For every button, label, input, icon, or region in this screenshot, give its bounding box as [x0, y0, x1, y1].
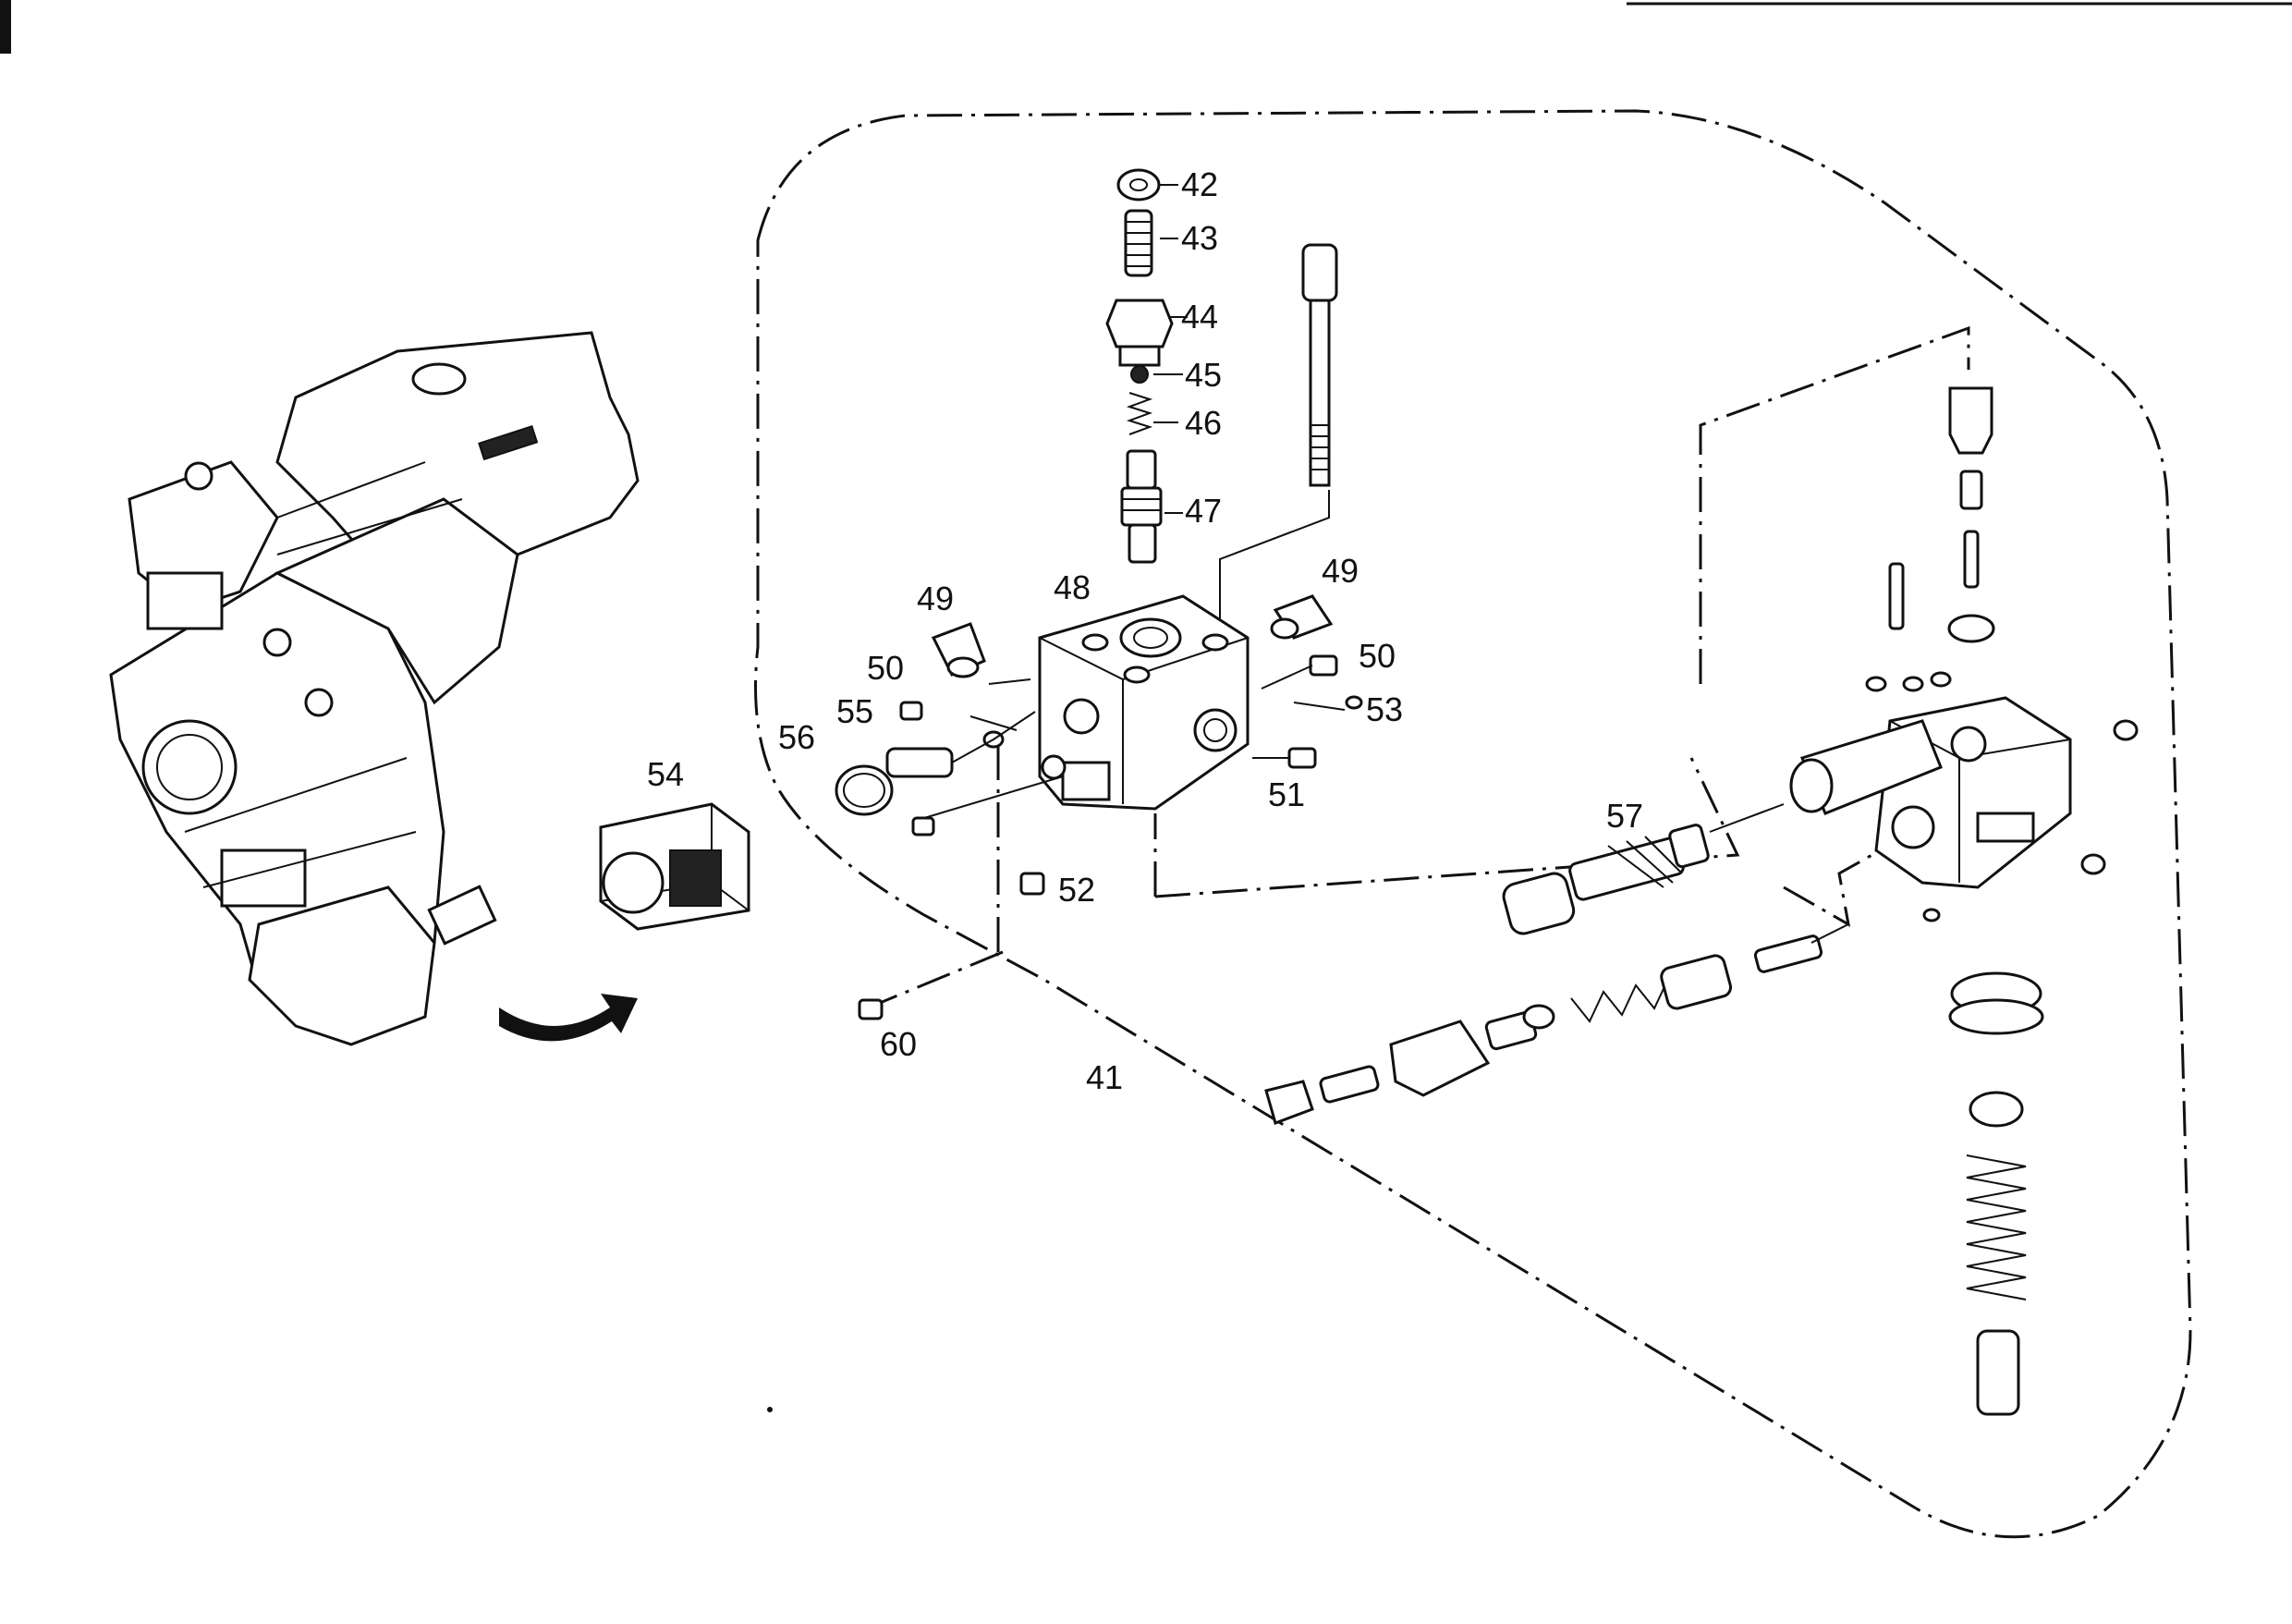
valve-stack-42-47	[1105, 168, 1174, 564]
direction-arrow-icon	[499, 994, 638, 1042]
leader-60	[868, 950, 1004, 1009]
valve-block-48	[1038, 594, 1250, 811]
callout-56: 56	[778, 718, 815, 756]
callout-49-right: 49	[1322, 552, 1359, 590]
right-valve-body	[1789, 386, 2139, 1416]
plugs-and-fittings	[835, 594, 1363, 1020]
callout-42: 42	[1181, 165, 1218, 203]
stray-dot	[767, 1407, 773, 1412]
assembly-41-boundary	[754, 109, 2192, 1539]
callout-52: 52	[1058, 871, 1095, 909]
callout-53: 53	[1366, 690, 1403, 728]
callout-48: 48	[1054, 568, 1091, 606]
filter-cartridge-57	[1502, 803, 1785, 935]
callout-45: 45	[1185, 356, 1222, 394]
callout-50-left: 50	[867, 649, 904, 687]
callout-60: 60	[880, 1025, 917, 1063]
long-bolt	[1219, 243, 1338, 629]
callout-41: 41	[1086, 1058, 1123, 1096]
leader-bottom-connection	[1154, 757, 1740, 898]
corner-registration-mark	[0, 0, 11, 54]
callout-labels: 42 43 44 45 46 47 48 49 49 50 50 51 52 5…	[647, 165, 1643, 1096]
callout-57: 57	[1606, 797, 1643, 835]
callout-50-right: 50	[1359, 637, 1396, 675]
callout-49-left: 49	[917, 580, 954, 617]
callout-51: 51	[1268, 775, 1305, 813]
callout-54: 54	[647, 755, 684, 793]
leader-top-right-connection	[1699, 325, 1970, 684]
callout-46: 46	[1185, 404, 1222, 442]
pump-assembly-illustration	[109, 331, 640, 1046]
callout-55: 55	[836, 692, 873, 730]
solenoid-part-54	[599, 802, 750, 931]
callout-44: 44	[1181, 298, 1218, 336]
callout-47: 47	[1185, 492, 1222, 530]
relief-valve-train	[1264, 923, 1849, 1125]
callout-43: 43	[1181, 219, 1218, 257]
